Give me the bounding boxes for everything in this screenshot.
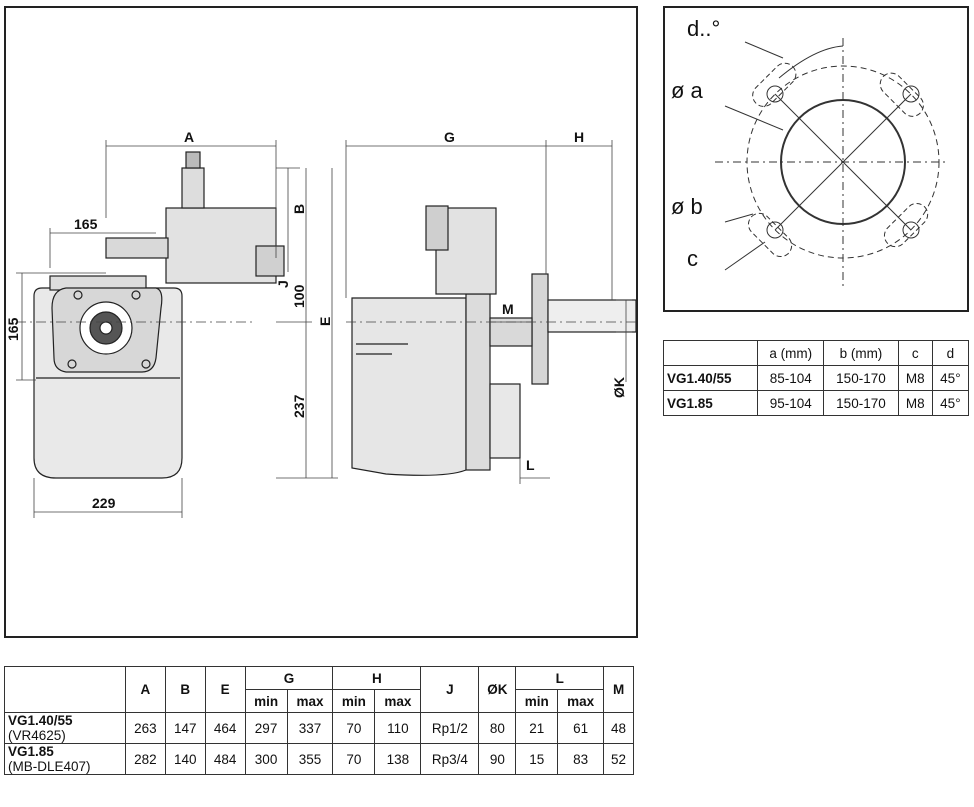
label-G: G <box>444 129 455 145</box>
flange-drawing: d..° ø a ø b c <box>671 16 945 288</box>
side-view-housing <box>351 297 467 476</box>
flange-dimension-table: a (mm) b (mm) c d VG1.40/55 85-104 150-1… <box>662 340 970 416</box>
label-A: A <box>184 129 194 145</box>
label-b: ø b <box>671 194 703 219</box>
table-row: VG1.40/55 85-104 150-170 M8 45° <box>662 365 970 391</box>
table-row: VG1.85 95-104 150-170 M8 45° <box>662 390 970 416</box>
label-165-top: 165 <box>74 216 98 232</box>
bolt-circle <box>746 65 940 259</box>
label-a: ø a <box>671 78 704 103</box>
label-K: ØK <box>611 377 627 398</box>
bolt-holes <box>766 85 920 239</box>
label-229: 229 <box>92 495 116 511</box>
label-H: H <box>574 129 584 145</box>
label-M: M <box>502 301 514 317</box>
label-E: E <box>317 317 333 326</box>
burner-dimension-table: A B E G H J ØK L M min max min max min m… <box>4 666 634 775</box>
label-c: c <box>687 246 698 271</box>
label-165-left: 165 <box>6 317 21 341</box>
label-d: d..° <box>687 16 720 41</box>
label-237: 237 <box>291 394 307 418</box>
label-J: J <box>275 280 291 288</box>
side-flange <box>531 273 549 385</box>
label-100: 100 <box>291 284 307 308</box>
table-subheader-row: min max min max min max <box>5 689 634 713</box>
side-view-motor <box>465 293 491 471</box>
flange-drawing-panel: d..° ø a ø b c <box>663 6 969 312</box>
table-header-row: a (mm) b (mm) c d <box>662 340 970 366</box>
table-row: VG1.85(MB-DLE407) 282 140 484 300 355 70… <box>4 743 634 775</box>
label-L: L <box>526 457 535 473</box>
burner-dimension-drawing: A 165 165 229 B J 100 237 E G H M L ØK <box>5 129 637 518</box>
label-B: B <box>291 204 307 214</box>
model-cell: VG1.85(MB-DLE407) <box>4 743 126 775</box>
table-row: VG1.40/55(VR4625) 263 147 464 297 337 70… <box>4 712 634 744</box>
model-cell: VG1.40/55(VR4625) <box>4 712 126 744</box>
bore-circle <box>780 99 906 225</box>
table-header-row: A B E G H J ØK L M <box>4 666 634 713</box>
burner-drawing-panel: A 165 165 229 B J 100 237 E G H M L ØK <box>4 6 638 638</box>
blast-tube <box>547 299 637 333</box>
